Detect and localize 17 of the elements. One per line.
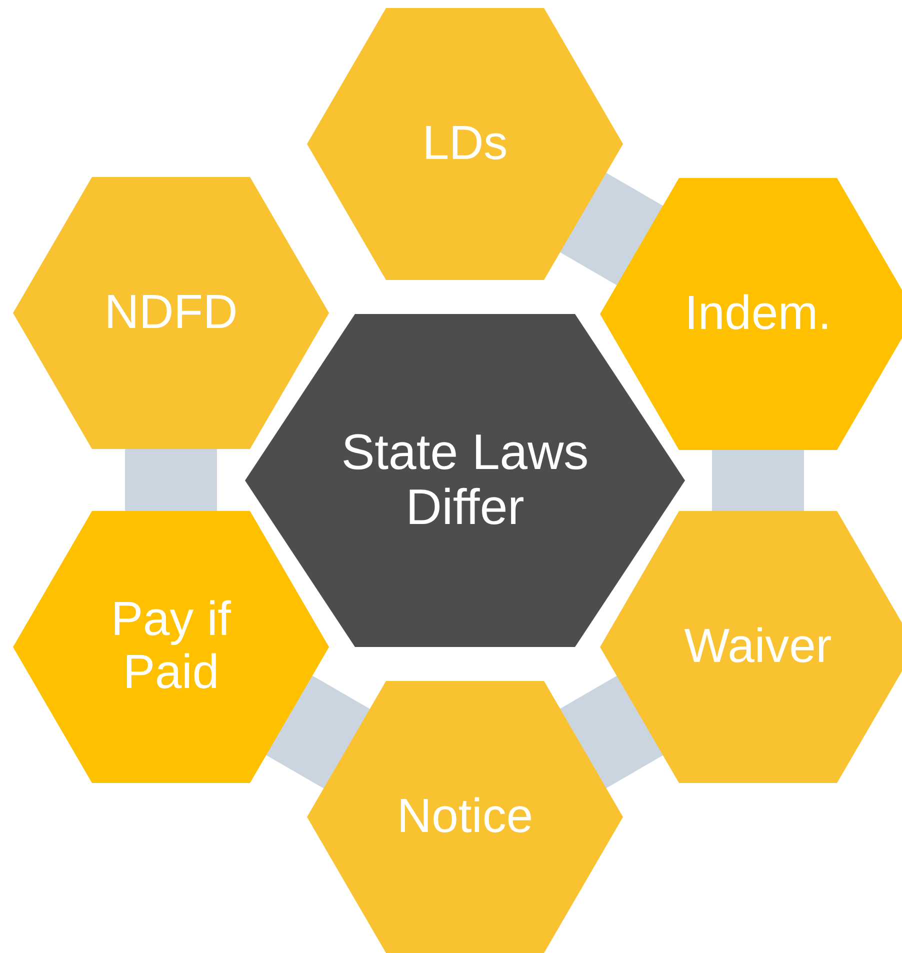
hexagon [600,511,902,783]
connector-band [560,172,664,286]
connector-band [266,675,370,789]
hexagon [13,511,329,783]
hexagon-label: Pay if Paid [110,594,232,700]
hexagon-label: NDFD [104,286,238,340]
hexagon-label: LDs [422,118,508,170]
hexagon [600,178,902,450]
hexagon-label: Indem. [684,288,832,340]
hexagon [245,314,685,646]
hexagon-label: Notice [396,790,534,844]
hexagon-label: Waiver [684,620,832,674]
hexagon [13,177,329,449]
hexagon [307,681,623,953]
hexagon-label: State Laws Differ [340,425,590,535]
connector-band [560,676,664,788]
hexagon [307,8,623,280]
